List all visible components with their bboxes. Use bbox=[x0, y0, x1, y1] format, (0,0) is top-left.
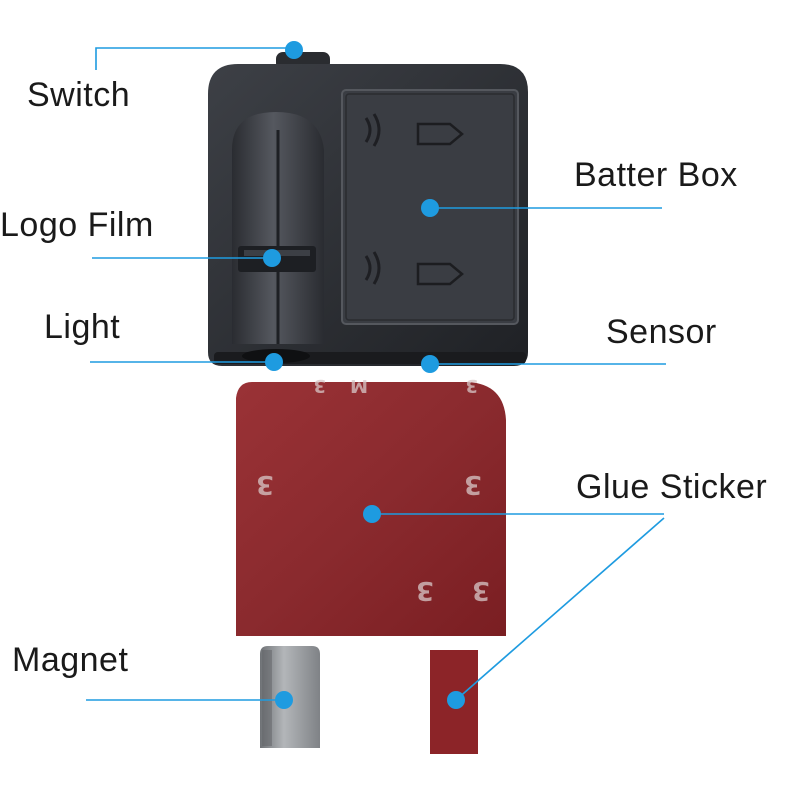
callout-dots bbox=[263, 41, 465, 709]
glue-sticker-small-dot-icon bbox=[447, 691, 465, 709]
grip-ridges-icon bbox=[364, 251, 381, 285]
sticker-watermark-icon: 3 bbox=[464, 469, 482, 499]
glue-sticker-callout-line-2 bbox=[455, 517, 665, 701]
arrow-right-icon bbox=[416, 122, 464, 146]
switch-dot-icon bbox=[285, 41, 303, 59]
light-label: Light bbox=[44, 308, 121, 346]
sticker-watermark-icon: M bbox=[350, 375, 368, 396]
sticker-watermark-icon: 3 bbox=[416, 575, 434, 605]
sticker-watermark-icon: 3 bbox=[465, 375, 478, 396]
sticker-watermark-icon: 3 bbox=[472, 575, 490, 605]
sticker-watermark-icon: 3 bbox=[256, 469, 274, 499]
callout-lines bbox=[86, 47, 666, 701]
sticker-watermark-icon: 3 bbox=[313, 375, 326, 396]
logo-film-label: Logo Film bbox=[0, 206, 154, 244]
magnet-dot-icon bbox=[275, 691, 293, 709]
magnet-label: Magnet bbox=[12, 641, 129, 679]
projector-device bbox=[208, 52, 528, 366]
switch-callout-line bbox=[95, 47, 294, 70]
switch-label: Switch bbox=[27, 76, 131, 114]
glue-sticker-label: Glue Sticker bbox=[576, 468, 768, 506]
light-dot-icon bbox=[265, 353, 283, 371]
glue-sticker-dot-icon bbox=[363, 505, 381, 523]
batter-box-label: Batter Box bbox=[574, 156, 738, 194]
lens-tower bbox=[232, 112, 324, 344]
logo-film-dot-icon bbox=[263, 249, 281, 267]
arrow-right-icon bbox=[416, 262, 464, 286]
grip-ridges-icon bbox=[364, 113, 381, 147]
batter-box-dot-icon bbox=[421, 199, 439, 217]
sensor-label: Sensor bbox=[606, 313, 717, 351]
sensor-dot-icon bbox=[421, 355, 439, 373]
